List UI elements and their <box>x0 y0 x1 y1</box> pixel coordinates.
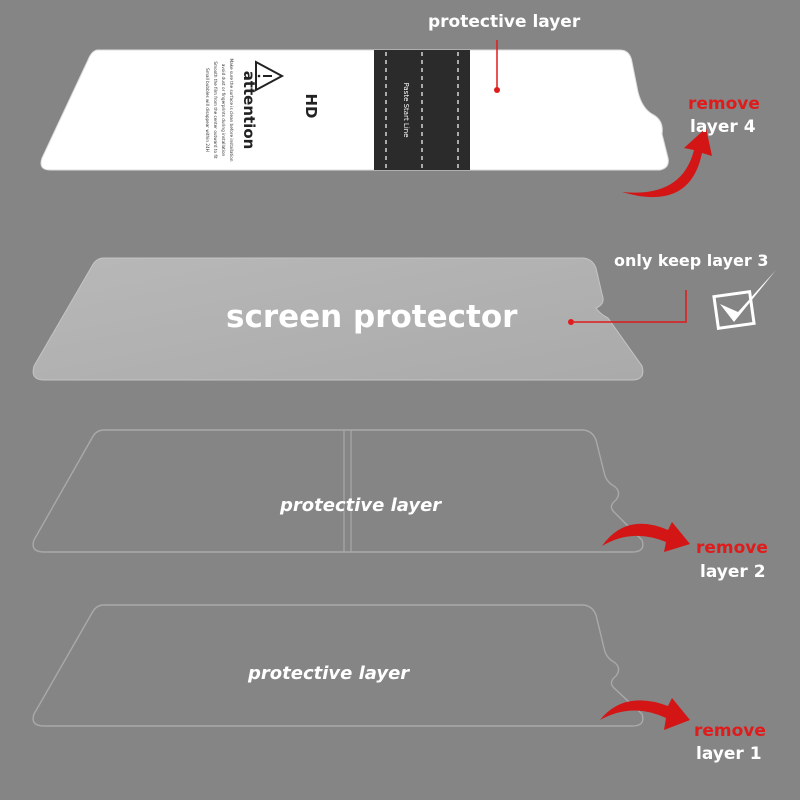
label-protective-layer-2: protective layer <box>280 495 442 516</box>
label-layer-4: layer 4 <box>690 117 756 137</box>
label-remove-layer-1: remove <box>694 721 766 741</box>
pointer-layer-3 <box>568 290 687 325</box>
remove-arrow-icon <box>600 698 690 730</box>
label-layer-1: layer 1 <box>696 744 762 764</box>
label-remove-layer-4: remove <box>688 94 760 114</box>
pointer-layer-4 <box>494 40 500 93</box>
remove-arrow-icon <box>622 128 712 198</box>
label-screen-protector: screen protector <box>226 299 518 335</box>
label-remove-layer-2: remove <box>696 538 768 558</box>
attention-text: attention <box>240 71 258 150</box>
instruction-line: Smooth the film from the center outward … <box>213 61 218 159</box>
label-layer-2: layer 2 <box>700 562 766 582</box>
instruction-line: Small bubbles will disappear within 24H <box>205 68 210 152</box>
layer-4-film: Paste Start Line HD attention Make sure … <box>40 49 669 171</box>
instruction-line: avoid dust or fingerprints during instal… <box>221 64 226 157</box>
layer-2-film <box>32 429 644 553</box>
paste-start-text: Paste Start Line <box>402 82 410 137</box>
label-top-protective-layer: protective layer <box>428 12 581 32</box>
hd-text: HD <box>302 93 320 118</box>
instruction-line: Make sure the surface is clean before in… <box>229 59 234 162</box>
layer-1-film <box>32 604 644 727</box>
screen-protector-glass <box>32 257 644 381</box>
checkmark-icon <box>712 270 776 331</box>
warning-triangle-icon <box>255 60 285 92</box>
label-protective-layer-1: protective layer <box>248 663 410 684</box>
label-only-keep-layer-3: only keep layer 3 <box>614 251 769 270</box>
remove-arrow-icon <box>602 522 690 552</box>
